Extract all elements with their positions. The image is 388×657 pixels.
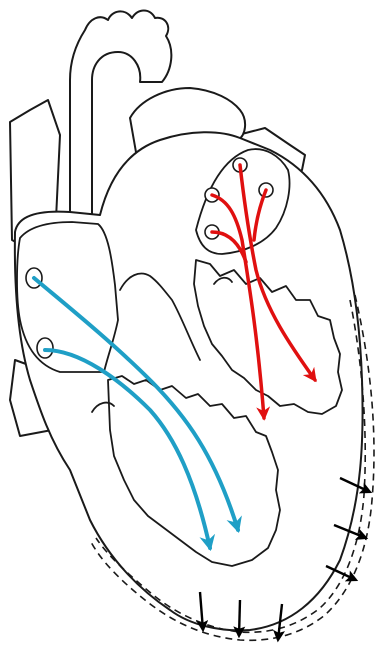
outer-arrow-5 — [239, 600, 240, 636]
heart-outer-wall — [15, 132, 363, 630]
